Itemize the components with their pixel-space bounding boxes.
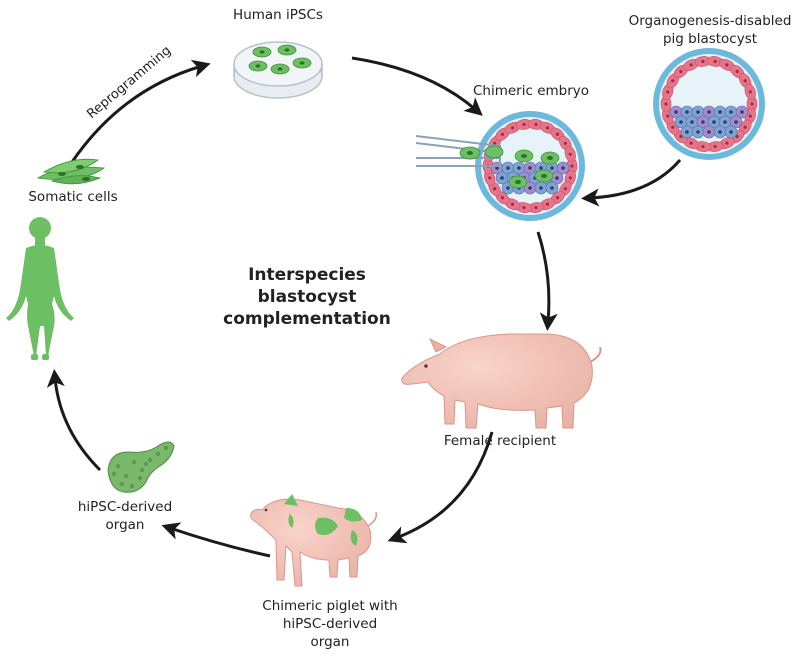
label-somatic-cells: Somatic cells bbox=[28, 189, 118, 205]
arrow-recipient-to-piglet bbox=[387, 431, 494, 544]
chimeric-embryo-icon bbox=[475, 111, 585, 221]
label-human-ipscs: Human iPSCs bbox=[233, 7, 323, 23]
pig-icon bbox=[401, 333, 602, 429]
diagram-title: Interspecies blastocyst complementation bbox=[223, 265, 391, 329]
arrow-organ-to-human bbox=[46, 369, 102, 472]
label-hipsc-organ: hiPSC-derived organ bbox=[77, 499, 173, 533]
arrow-piglet-to-organ bbox=[161, 522, 271, 558]
arrow-to-chimeric-embryo bbox=[351, 56, 483, 116]
cycle-arrows bbox=[46, 56, 682, 558]
arrow-blastocyst-to-embryo bbox=[581, 159, 682, 207]
arrow-reprogramming bbox=[68, 59, 211, 166]
arrow-embryo-to-recipient bbox=[536, 231, 558, 331]
piglet-icon bbox=[250, 494, 378, 587]
petri-dish-icon bbox=[233, 41, 323, 99]
pancreas-icon bbox=[107, 441, 175, 493]
label-organogenesis-blastocyst: Organogenesis-disabled pig blastocyst bbox=[628, 13, 792, 47]
label-chimeric-piglet: Chimeric piglet with hiPSC-derived organ bbox=[262, 598, 398, 650]
label-chimeric-embryo: Chimeric embryo bbox=[472, 83, 590, 99]
label-female-recipient: Female recipient bbox=[443, 433, 557, 449]
human-figure-icon bbox=[6, 217, 74, 360]
somatic-cells-icon bbox=[36, 158, 106, 185]
micropipette-icon bbox=[415, 135, 504, 167]
blastocyst-icon bbox=[653, 48, 765, 160]
